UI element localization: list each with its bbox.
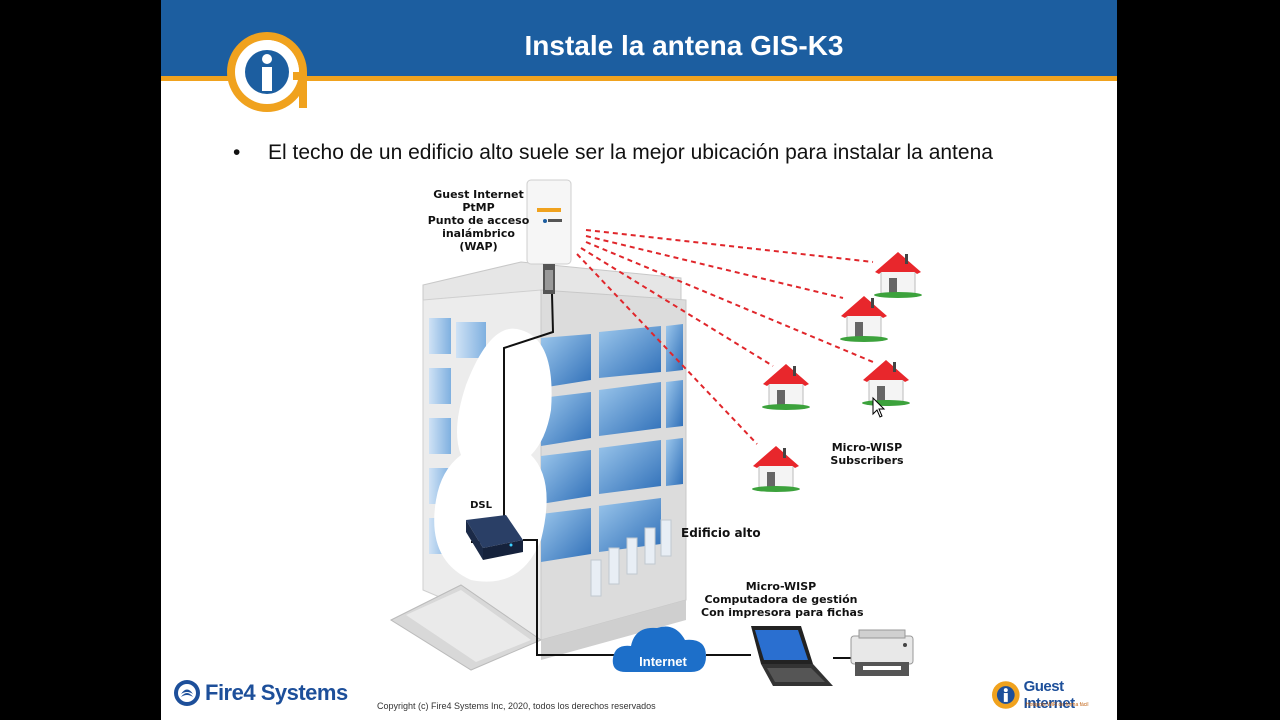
subscriber-house-icon [761, 363, 811, 411]
subscriber-house-icon [839, 295, 889, 343]
wireless-links [576, 229, 874, 445]
printer-icon [850, 629, 914, 676]
computer-label-line: Computadora de gestión [704, 593, 858, 606]
fire4-logo-text: Fire4 Systems [205, 680, 348, 705]
computer-label-line: Con impresora para fichas [701, 606, 864, 619]
guest-internet-tagline: Hotspots WiFi de forma fácil [1026, 702, 1089, 708]
guest-internet-footer-logo: Guest Internet [991, 678, 1117, 712]
subscriber-house-icon [861, 359, 911, 407]
bullet-text: El techo de un edificio alto suele ser l… [268, 141, 993, 164]
computer-label-line: Micro-WISP [745, 580, 817, 593]
bullet-marker: • [233, 141, 241, 164]
wap-label-line: PtMP [462, 201, 495, 214]
building-label: Edificio alto [681, 526, 761, 540]
wap-label-line: Guest Internet [433, 188, 524, 201]
computer-label: Micro-WISP Computadora de gestión Con im… [701, 580, 864, 619]
guest-internet-logo-text: Guest Internet [1023, 678, 1076, 712]
copyright-text: Copyright (c) Fire4 Systems Inc, 2020, t… [377, 701, 656, 711]
internet-cloud-icon [612, 626, 706, 672]
subscribers-label-line: Micro-WISP [831, 441, 903, 454]
mouse-cursor-icon [872, 396, 886, 418]
dsl-label: DSL [470, 500, 492, 511]
building-illustration [389, 261, 687, 671]
wap-label-line: inalámbrico [442, 227, 515, 240]
header-accent-line [161, 76, 1117, 81]
laptop-icon [751, 626, 833, 686]
guest-internet-logo-icon [227, 32, 307, 112]
subscribers-label-line: Subscribers [830, 454, 904, 467]
slide-title: Instale la antena GIS-K3 [524, 30, 844, 61]
guest-internet-logo-icon [991, 681, 1020, 709]
slide-header [161, 0, 1117, 78]
wap-label-line: (WAP) [459, 240, 498, 253]
subscribers-label: Micro-WISP Subscribers [821, 441, 913, 467]
slide: Instale la antena GIS-K3 • El techo de u… [161, 0, 1117, 720]
wap-label-line: Punto de acceso [427, 214, 530, 227]
fire4-logo: Fire4 Systems [173, 676, 348, 710]
wap-antenna [526, 179, 572, 294]
fire4-logo-icon [174, 680, 200, 706]
subscriber-house-icon [873, 251, 923, 299]
subscriber-house-icon [751, 445, 801, 493]
network-diagram [389, 179, 923, 686]
wap-label: Guest Internet PtMP Punto de acceso inal… [411, 188, 546, 253]
dsl-modem-icon [466, 515, 523, 560]
internet-label: Internet [639, 654, 687, 669]
